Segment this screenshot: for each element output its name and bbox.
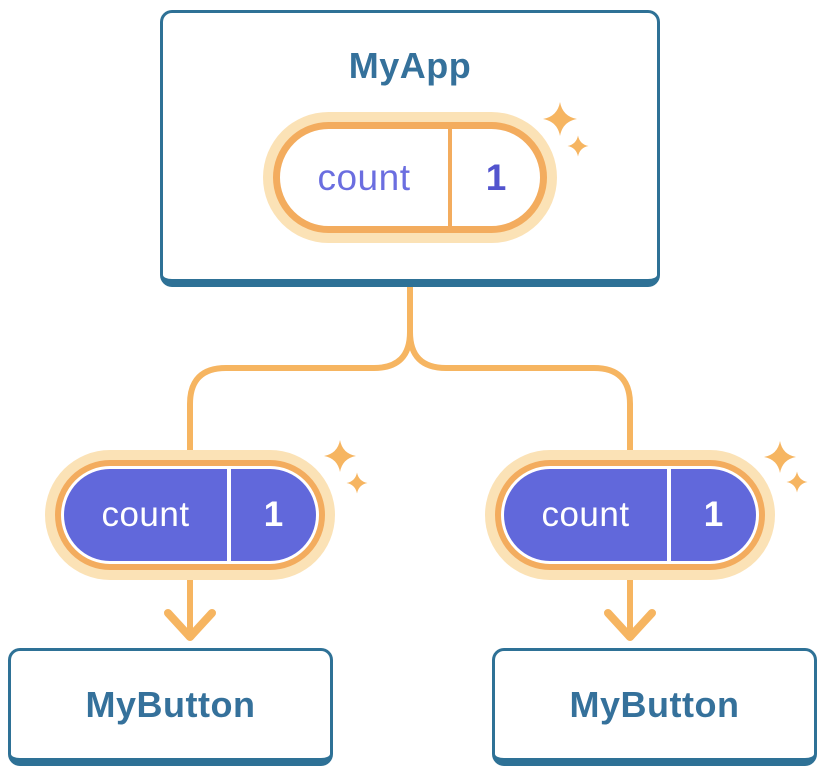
pill-divider (448, 129, 452, 226)
state-key: count (317, 156, 411, 198)
state-value: 1 (263, 495, 284, 534)
state-pill-body: count 1 (504, 469, 756, 561)
mybutton-card: MyButton (492, 648, 817, 766)
pill-divider (667, 469, 671, 561)
state-value: 1 (703, 495, 724, 534)
component-title: MyButton (569, 683, 740, 725)
state-pill-ring: count 1 (55, 460, 325, 570)
state-value: 1 (485, 156, 507, 198)
state-pill-body: count 1 (273, 122, 547, 233)
arrow-down-icon (164, 609, 216, 641)
component-title: MyApp (348, 45, 472, 86)
arrow-down-icon (604, 609, 656, 641)
state-pill-ring: count 1 (495, 460, 765, 570)
component-title: MyButton (85, 683, 256, 725)
sparkle-icon (324, 440, 368, 494)
sparkle-icon (764, 441, 808, 493)
state-key: count (541, 495, 630, 534)
state-pill: count 1 (485, 450, 775, 580)
state-key: count (101, 495, 190, 534)
state-pill: count 1 (263, 112, 557, 243)
state-pill-body: count 1 (64, 469, 316, 561)
state-pill: count 1 (45, 450, 335, 580)
mybutton-card: MyButton (8, 648, 333, 766)
